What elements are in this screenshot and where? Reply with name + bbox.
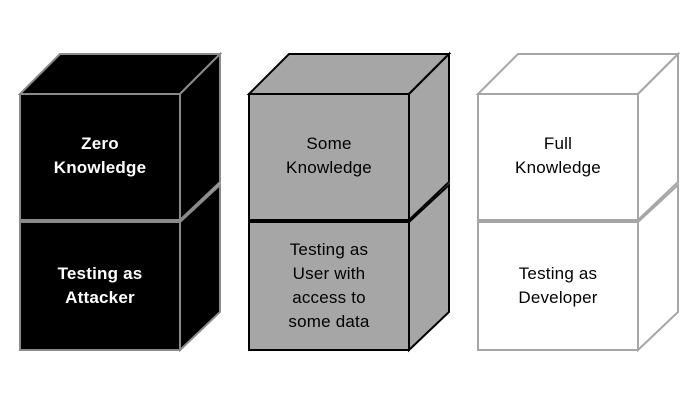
- cube-zero-bottom-label-line: Attacker: [65, 288, 135, 307]
- cube-some-bottom-label-line: some data: [288, 312, 370, 331]
- cube-some-bottom-label: Testing as User with access to some data: [249, 222, 409, 350]
- cube-full-bottom-front: [477, 221, 639, 351]
- cube-zero-top-label-line: Zero: [81, 134, 119, 153]
- cube-some-top-label-line: Some: [306, 134, 352, 153]
- cube-some-top-label-line: Knowledge: [286, 158, 372, 177]
- cube-full-bottom-label-line: Developer: [518, 288, 598, 307]
- cube-full-bottom-label-line: Testing as: [518, 264, 598, 283]
- cube-full-top-front: [477, 93, 639, 221]
- cube-zero-top-front: [19, 93, 181, 221]
- cube-zero-bottom-label: Testing as Attacker: [20, 222, 180, 350]
- cube-zero-top-label-line: Knowledge: [53, 158, 147, 177]
- cube-full-bottom-label: Testing as Developer: [478, 222, 638, 350]
- cube-full-top-label-line: Knowledge: [515, 158, 601, 177]
- cube-some-bottom-label-line: User with: [292, 264, 366, 283]
- cube-zero-bottom-label-line: Testing as: [57, 264, 143, 283]
- cube-some-bottom-label-line: access to: [292, 288, 366, 307]
- cube-some-bottom-label-line: Testing as: [289, 240, 369, 259]
- cube-zero-bottom-front: [19, 221, 181, 351]
- cube-some-bottom-front: [248, 221, 410, 351]
- cube-full-top-label-line: Full: [543, 134, 573, 153]
- cube-some-top-front: [248, 93, 410, 221]
